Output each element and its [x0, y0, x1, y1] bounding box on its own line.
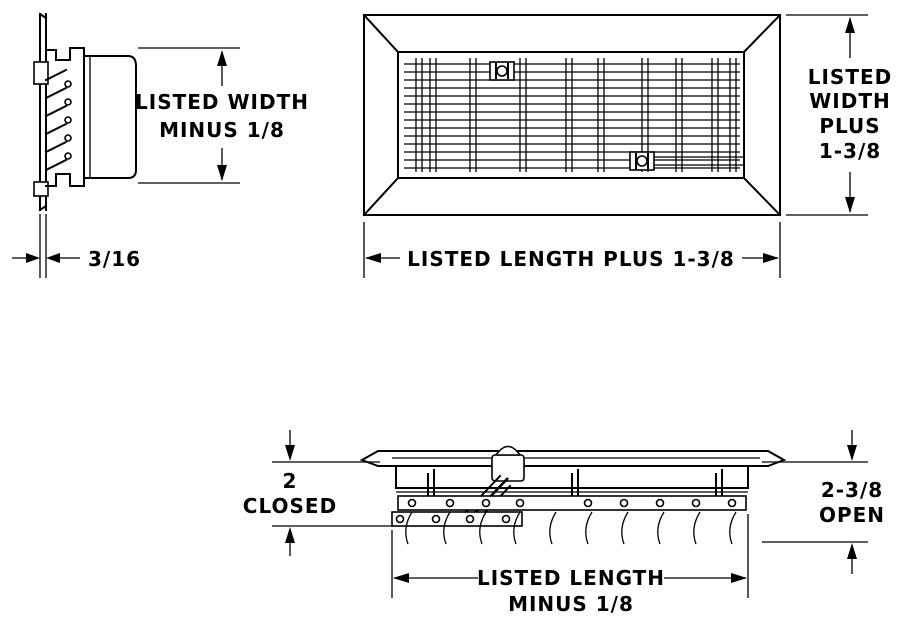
front-outer-frame [363, 14, 781, 216]
bottom-blade-arc [479, 511, 487, 545]
bottom-pivot-lower [431, 514, 441, 524]
front-length-dimension [363, 222, 781, 278]
bottom-blade-arc [729, 511, 737, 545]
bottom-pivot-upper [655, 498, 665, 508]
front-height-label-line3: PLUS [819, 114, 880, 138]
bottom-blade-arc [657, 511, 665, 545]
side-flange [39, 13, 47, 211]
bottom-pivot-lower [501, 514, 511, 524]
bottom-pivot-upper [407, 498, 417, 508]
front-damper-lever-top [489, 61, 515, 81]
bottom-blade-arc [443, 511, 451, 545]
front-damper-lever-bottom [629, 151, 744, 171]
bottom-pivot-upper [583, 498, 593, 508]
side-flange-label: 3/16 [88, 247, 141, 271]
bottom-pivot-upper [515, 498, 525, 508]
closed-dimension [272, 430, 392, 556]
bottom-pivot-upper [619, 498, 629, 508]
bottom-blade-arc [513, 511, 521, 545]
side-housing [45, 47, 85, 187]
side-view: LISTED WIDTH MINUS 1/8 3/16 [12, 12, 309, 278]
front-view: LISTED WIDTH PLUS 1-3/8 LISTED LENGTH PL… [362, 13, 893, 278]
bottom-face-flange [359, 450, 787, 467]
side-damper-box [83, 55, 137, 179]
front-stiffener [565, 58, 573, 172]
front-stiffener [675, 58, 683, 172]
open-label-line2: OPEN [819, 503, 885, 527]
bottom-pivot-upper [691, 498, 701, 508]
open-dimension [762, 430, 868, 574]
front-length-label: LISTED LENGTH PLUS 1-3/8 [407, 247, 735, 271]
front-stiffener [519, 58, 527, 172]
side-clip-top [33, 61, 49, 85]
side-width-label-line2: MINUS 1/8 [159, 118, 285, 142]
bottom-blade-arc [549, 511, 557, 545]
bottom-length-dimension [391, 514, 749, 598]
bottom-view: 2 CLOSED 2-3/8 OPEN LISTED LENGTH MINUS … [243, 430, 885, 616]
front-stiffener [711, 58, 719, 172]
bottom-pivots [395, 498, 737, 524]
closed-label-line2: CLOSED [243, 494, 337, 518]
front-stiffeners [415, 58, 737, 172]
front-stiffener [729, 58, 737, 172]
bottom-pivot-lower [465, 514, 475, 524]
front-stiffener [415, 58, 423, 172]
bottom-pivot-lower [395, 514, 405, 524]
front-height-label-line2: WIDTH [809, 89, 890, 113]
bottom-length-label-line1: LISTED LENGTH [477, 566, 665, 590]
bottom-blade-arc [693, 511, 701, 545]
bottom-blade-arc [405, 511, 413, 545]
bottom-length-label-line2: MINUS 1/8 [508, 592, 634, 616]
side-width-label-line1: LISTED WIDTH [135, 90, 309, 114]
open-label-line1: 2-3/8 [821, 478, 883, 502]
side-clip-bottom [33, 181, 49, 197]
front-height-label-line1: LISTED [808, 65, 893, 89]
closed-label-line1: 2 [283, 469, 298, 493]
bottom-blade-arc [621, 511, 629, 545]
bottom-pivot-upper [481, 498, 491, 508]
front-stiffener [469, 58, 477, 172]
bottom-pivot-upper [445, 498, 455, 508]
bottom-linkage-lower [391, 511, 523, 527]
front-frame-bevels [362, 13, 782, 217]
side-flange-ends [38, 12, 48, 212]
bottom-blade-arc [585, 511, 593, 545]
front-stiffener [597, 58, 605, 172]
front-height-dimension [786, 14, 868, 216]
bottom-blades [405, 511, 737, 545]
bottom-pivot-upper [727, 498, 737, 508]
side-width-dimension [138, 47, 240, 184]
side-flange-dimension [12, 214, 80, 278]
front-height-label-line4: 1-3/8 [819, 139, 881, 163]
side-louvres [44, 68, 72, 172]
front-stiffener [429, 58, 437, 172]
front-inner-opening [397, 51, 745, 179]
